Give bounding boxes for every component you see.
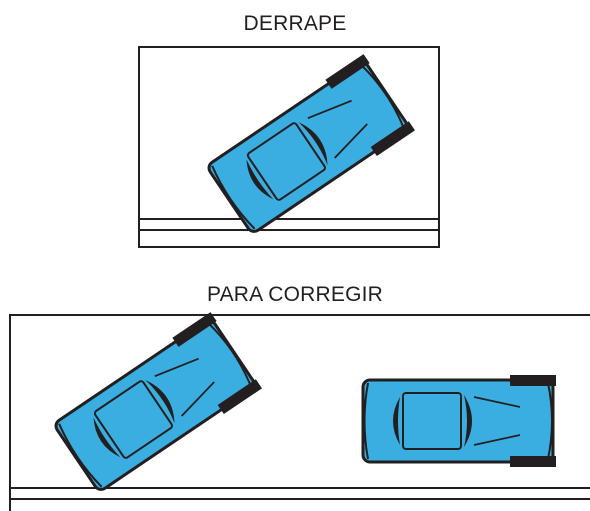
correct-panel-frame: [9, 314, 590, 511]
title-correct: PARA CORREGIR: [206, 283, 384, 306]
title-skid: DERRAPE: [243, 12, 347, 35]
car-icon: [49, 310, 264, 498]
correct-panel: [9, 310, 590, 511]
car-icon: [361, 373, 558, 469]
skid-panel: [138, 46, 440, 248]
